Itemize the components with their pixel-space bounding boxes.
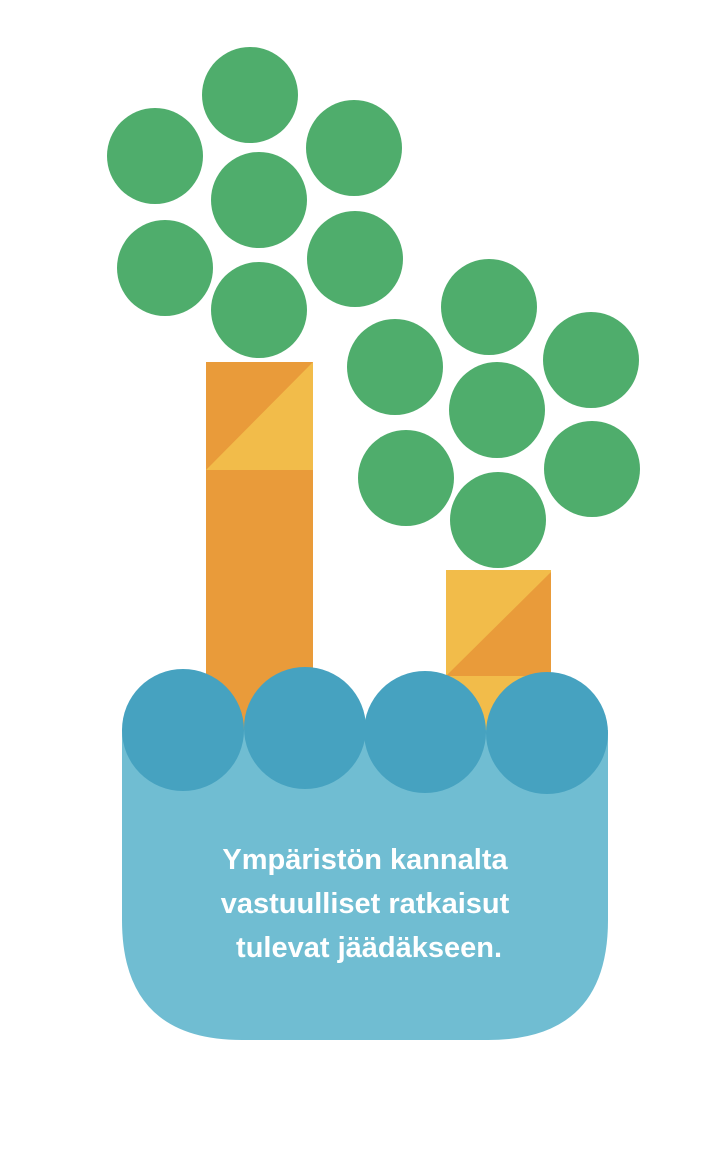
caption-line-3: tulevat jäädäkseen. xyxy=(227,932,503,964)
wave-circle xyxy=(364,671,486,793)
smoke-puff xyxy=(107,108,203,204)
wave-icon xyxy=(122,667,608,794)
smoke-cloud-icon xyxy=(107,47,403,358)
smoke-puff xyxy=(347,319,443,415)
water-basin-icon xyxy=(122,730,608,1040)
caption-text: Ympäristön kannalta vastuulliset ratkais… xyxy=(120,838,610,970)
smoke-puff xyxy=(307,211,403,307)
smoke-puff xyxy=(450,472,546,568)
smoke-puff xyxy=(202,47,298,143)
wave-circle xyxy=(244,667,366,789)
caption-line-2: vastuulliset ratkaisut xyxy=(220,888,510,920)
smoke-puff xyxy=(543,312,639,408)
short-chimney-stripe xyxy=(446,572,551,676)
smoke-puff xyxy=(211,262,307,358)
smoke-puff xyxy=(358,430,454,526)
tall-chimney-stripe xyxy=(206,362,313,470)
smoke-puff xyxy=(441,259,537,355)
smoke-puff xyxy=(544,421,640,517)
tall-chimney-icon xyxy=(206,362,313,742)
smoke-puff xyxy=(211,152,307,248)
smoke-cloud-icon xyxy=(347,259,640,568)
wave-circle xyxy=(486,672,608,794)
smoke-puff xyxy=(306,100,402,196)
smoke-puff xyxy=(449,362,545,458)
caption-line-1: Ympäristön kannalta xyxy=(222,844,508,876)
wave-circle xyxy=(122,669,244,791)
smoke-puff xyxy=(117,220,213,316)
